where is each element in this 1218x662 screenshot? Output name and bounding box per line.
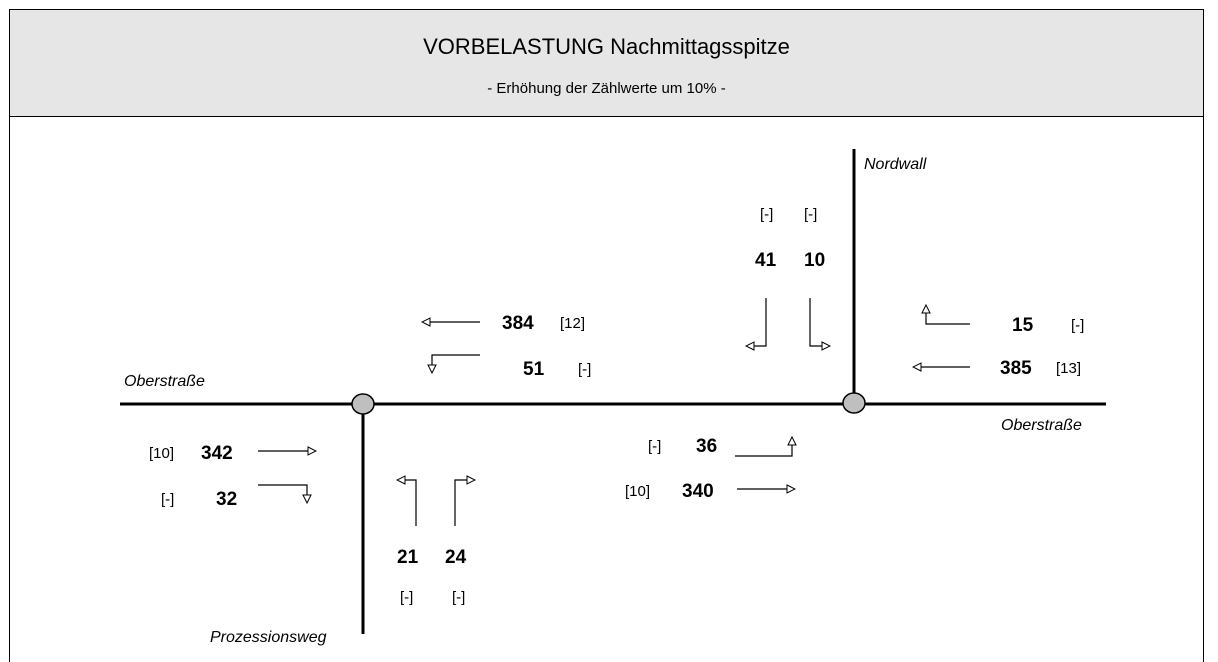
arrow-32: [258, 484, 307, 502]
arrow-10: [809, 298, 829, 346]
flow-value-51: 51: [523, 359, 545, 380]
junction-node-west: [351, 393, 375, 415]
flow-bracket-340: [10]: [625, 483, 651, 500]
flow-bracket-41: [-]: [760, 206, 774, 223]
road-label-nordwall: Nordwall: [864, 156, 927, 173]
flow-bracket-384: [12]: [560, 315, 586, 332]
flow-bracket-32: [-]: [161, 491, 175, 508]
flow-bracket-385: [13]: [1056, 360, 1082, 377]
flow-value-342: 342: [201, 443, 233, 464]
arrow-41: [747, 298, 767, 346]
flow-value-15: 15: [1012, 315, 1034, 336]
road-label-prozessionsweg: Prozessionsweg: [210, 629, 327, 646]
arrow-36: [735, 438, 792, 457]
road-label-oberstrasse-west: Oberstraße: [124, 373, 205, 390]
junction-node-east: [842, 392, 866, 414]
diagram-title: VORBELASTUNG Nachmittagsspitze: [423, 34, 790, 59]
road-label-oberstrasse-east: Oberstraße: [1001, 417, 1082, 434]
flow-bracket-36: [-]: [648, 438, 662, 455]
arrow-51: [432, 354, 480, 372]
flow-value-340: 340: [682, 481, 714, 502]
diagram-subtitle: - Erhöhung der Zählwerte um 10% -: [487, 80, 726, 97]
flow-bracket-51: [-]: [578, 361, 592, 378]
flow-value-384: 384: [502, 313, 534, 334]
header: VORBELASTUNG Nachmittagsspitze - Erhöhun…: [10, 10, 1203, 117]
flow-value-10: 10: [804, 250, 826, 271]
flow-value-41: 41: [755, 250, 777, 271]
arrow-15: [926, 306, 970, 325]
flow-bracket-24: [-]: [452, 589, 466, 606]
flow-value-385: 385: [1000, 358, 1032, 379]
flow-value-24: 24: [445, 547, 467, 568]
flow-bracket-342: [10]: [149, 445, 175, 462]
flow-bracket-15: [-]: [1071, 317, 1085, 334]
flow-value-36: 36: [696, 436, 718, 457]
flow-value-32: 32: [216, 489, 238, 510]
flow-bracket-10: [-]: [804, 206, 818, 223]
arrow-24: [454, 480, 474, 526]
diagram-frame: VORBELASTUNG Nachmittagsspitze - Erhöhun…: [9, 9, 1204, 662]
arrow-21: [398, 480, 417, 526]
flow-value-21: 21: [397, 547, 419, 568]
flow-bracket-21: [-]: [400, 589, 414, 606]
